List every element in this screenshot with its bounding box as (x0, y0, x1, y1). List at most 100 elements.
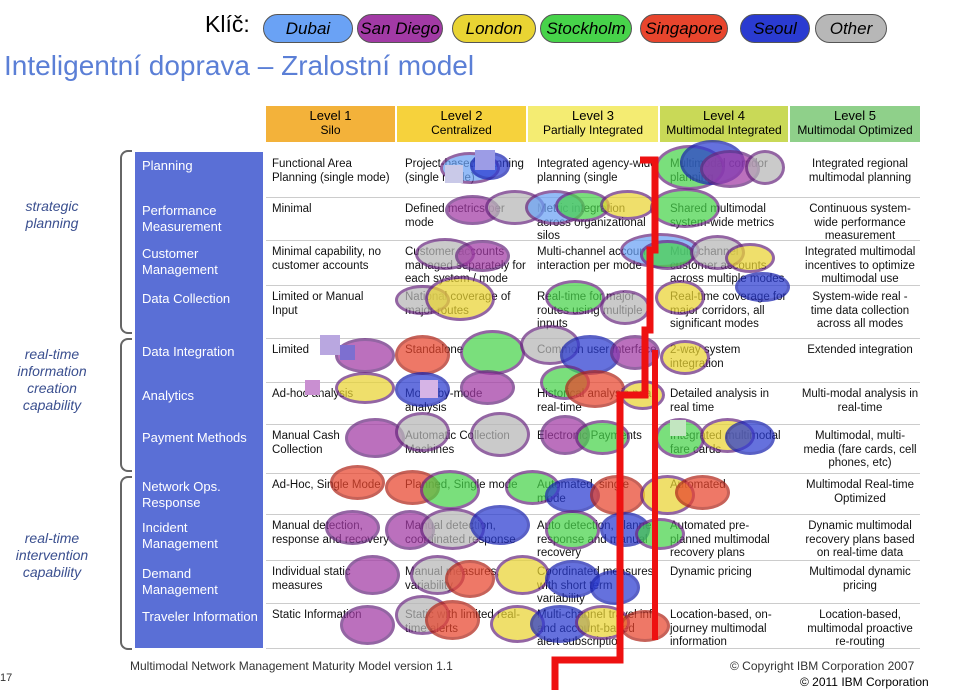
category-column (135, 152, 263, 648)
cell-r0-l1: Functional Area Planning (single mode) (272, 158, 390, 184)
marker-square (340, 345, 355, 360)
level-name: Level 3 (572, 108, 614, 123)
cell-r10-l1: Static Information (272, 609, 362, 621)
key-city-0: Dubai (263, 14, 353, 43)
brace-intervention (120, 476, 132, 650)
cell-r8-l4: Automated pre-planned multimodal recover… (670, 520, 770, 559)
city-marker-blob (425, 600, 480, 640)
cell-r4-l5: Extended integration (807, 344, 913, 356)
cell-r10-l5: Location-based, multimodal proactive re-… (807, 609, 913, 648)
level-sub: Partially Integrated (542, 123, 644, 137)
cell-r5-l4: Detailed analysis in real time (670, 388, 770, 414)
category-10: Traveler Information (142, 609, 258, 624)
footer-copyright-2011: © 2011 IBM Corporation (800, 675, 929, 689)
city-marker-blob (395, 412, 450, 452)
red-path-line (551, 156, 659, 690)
group-information-creation: real-time information creation capabilit… (17, 346, 87, 413)
page-title: Inteligentní doprava – Zralostní model (4, 50, 475, 81)
level-sub: Multimodal Integrated (666, 123, 782, 137)
key-label: Klíč: (205, 11, 250, 37)
key-city-5: Seoul (740, 14, 810, 43)
cell-r0-l5: Integrated regional multimodal planning (808, 158, 912, 184)
group-intervention: real-time intervention capability (15, 530, 89, 580)
category-8: Incident Management (142, 520, 218, 551)
city-marker-blob (420, 470, 480, 510)
cell-r9-l1: Individual static measures (272, 566, 351, 592)
city-marker-blob (545, 280, 605, 315)
city-marker-blob (335, 338, 395, 373)
level-name: Level 2 (440, 108, 483, 123)
cell-r6-l5: Multimodal, multi-media (fare cards, cel… (803, 430, 917, 469)
city-marker-blob (335, 372, 395, 404)
city-marker-blob (325, 510, 380, 545)
city-marker-blob (610, 335, 660, 370)
category-0: Planning (142, 158, 193, 173)
key-city-2: London (452, 14, 536, 43)
city-marker-blob (470, 412, 530, 457)
marker-square (445, 165, 463, 183)
footer-model-version: Multimodal Network Management Maturity M… (130, 659, 453, 673)
marker-square (475, 150, 495, 170)
city-marker-blob (735, 272, 790, 302)
cell-r6-l1: Manual Cash Collection (272, 430, 340, 456)
category-6: Payment Methods (142, 430, 247, 445)
city-marker-blob (590, 570, 640, 605)
cell-r1-l1: Minimal (272, 203, 312, 215)
city-marker-blob (675, 475, 730, 510)
key-city-6: Other (815, 14, 887, 43)
cell-r9-l4: Dynamic pricing (670, 566, 752, 578)
level-name: Level 5 (834, 108, 876, 123)
key-city-3: Stockholm (540, 14, 632, 43)
city-marker-blob (460, 370, 515, 405)
city-marker-blob (620, 610, 670, 642)
city-marker-blob (545, 510, 600, 550)
city-marker-blob (545, 560, 600, 598)
city-marker-blob (635, 518, 685, 550)
marker-square (320, 335, 340, 355)
city-marker-blob (425, 276, 495, 321)
category-1: Performance Measurement (142, 203, 222, 234)
brace-strategic (120, 150, 132, 334)
cell-r0-l3: Integrated agency-wide planning (single (537, 158, 657, 184)
marker-square (670, 420, 686, 436)
category-9: Demand Management (142, 566, 218, 597)
category-2: Customer Management (142, 246, 218, 277)
city-marker-blob (565, 370, 625, 408)
row-divider (266, 560, 920, 561)
city-marker-blob (340, 605, 395, 645)
marker-square (305, 380, 320, 395)
cell-r5-l5: Multi-modal analysis in real-time (801, 388, 919, 414)
city-marker-blob (395, 335, 450, 375)
level-sub: Multimodal Optimized (797, 123, 913, 137)
city-marker-blob (600, 290, 650, 325)
level-name: Level 4 (703, 108, 745, 123)
city-marker-blob (725, 420, 775, 455)
cell-r9-l5: Multimodal dynamic pricing (809, 566, 911, 592)
cell-r4-l1: Limited (272, 344, 310, 356)
city-marker-blob (445, 560, 495, 598)
cell-r1-l5: Continuous system-wide performance measu… (809, 203, 911, 242)
page-number: 17 (0, 672, 13, 684)
brace-information (120, 338, 132, 472)
level-sub: Centralized (431, 123, 492, 137)
city-marker-blob (470, 505, 530, 545)
footer-copyright-2007: © Copyright IBM Corporation 2007 (730, 659, 915, 673)
key-city-1: San Diego (357, 14, 443, 43)
cell-r10-l4: Location-based, on-journey multimodal in… (670, 609, 772, 648)
category-4: Data Integration (142, 344, 235, 359)
key-city-4: Singapore (640, 14, 728, 43)
cell-r3-l1: Limited or Manual Input (272, 291, 364, 317)
city-marker-blob (655, 280, 705, 315)
category-5: Analytics (142, 388, 195, 403)
city-marker-blob (455, 240, 510, 272)
city-marker-blob (725, 243, 775, 273)
city-marker-blob (650, 188, 720, 228)
city-marker-blob (660, 340, 710, 375)
row-divider (266, 648, 920, 649)
